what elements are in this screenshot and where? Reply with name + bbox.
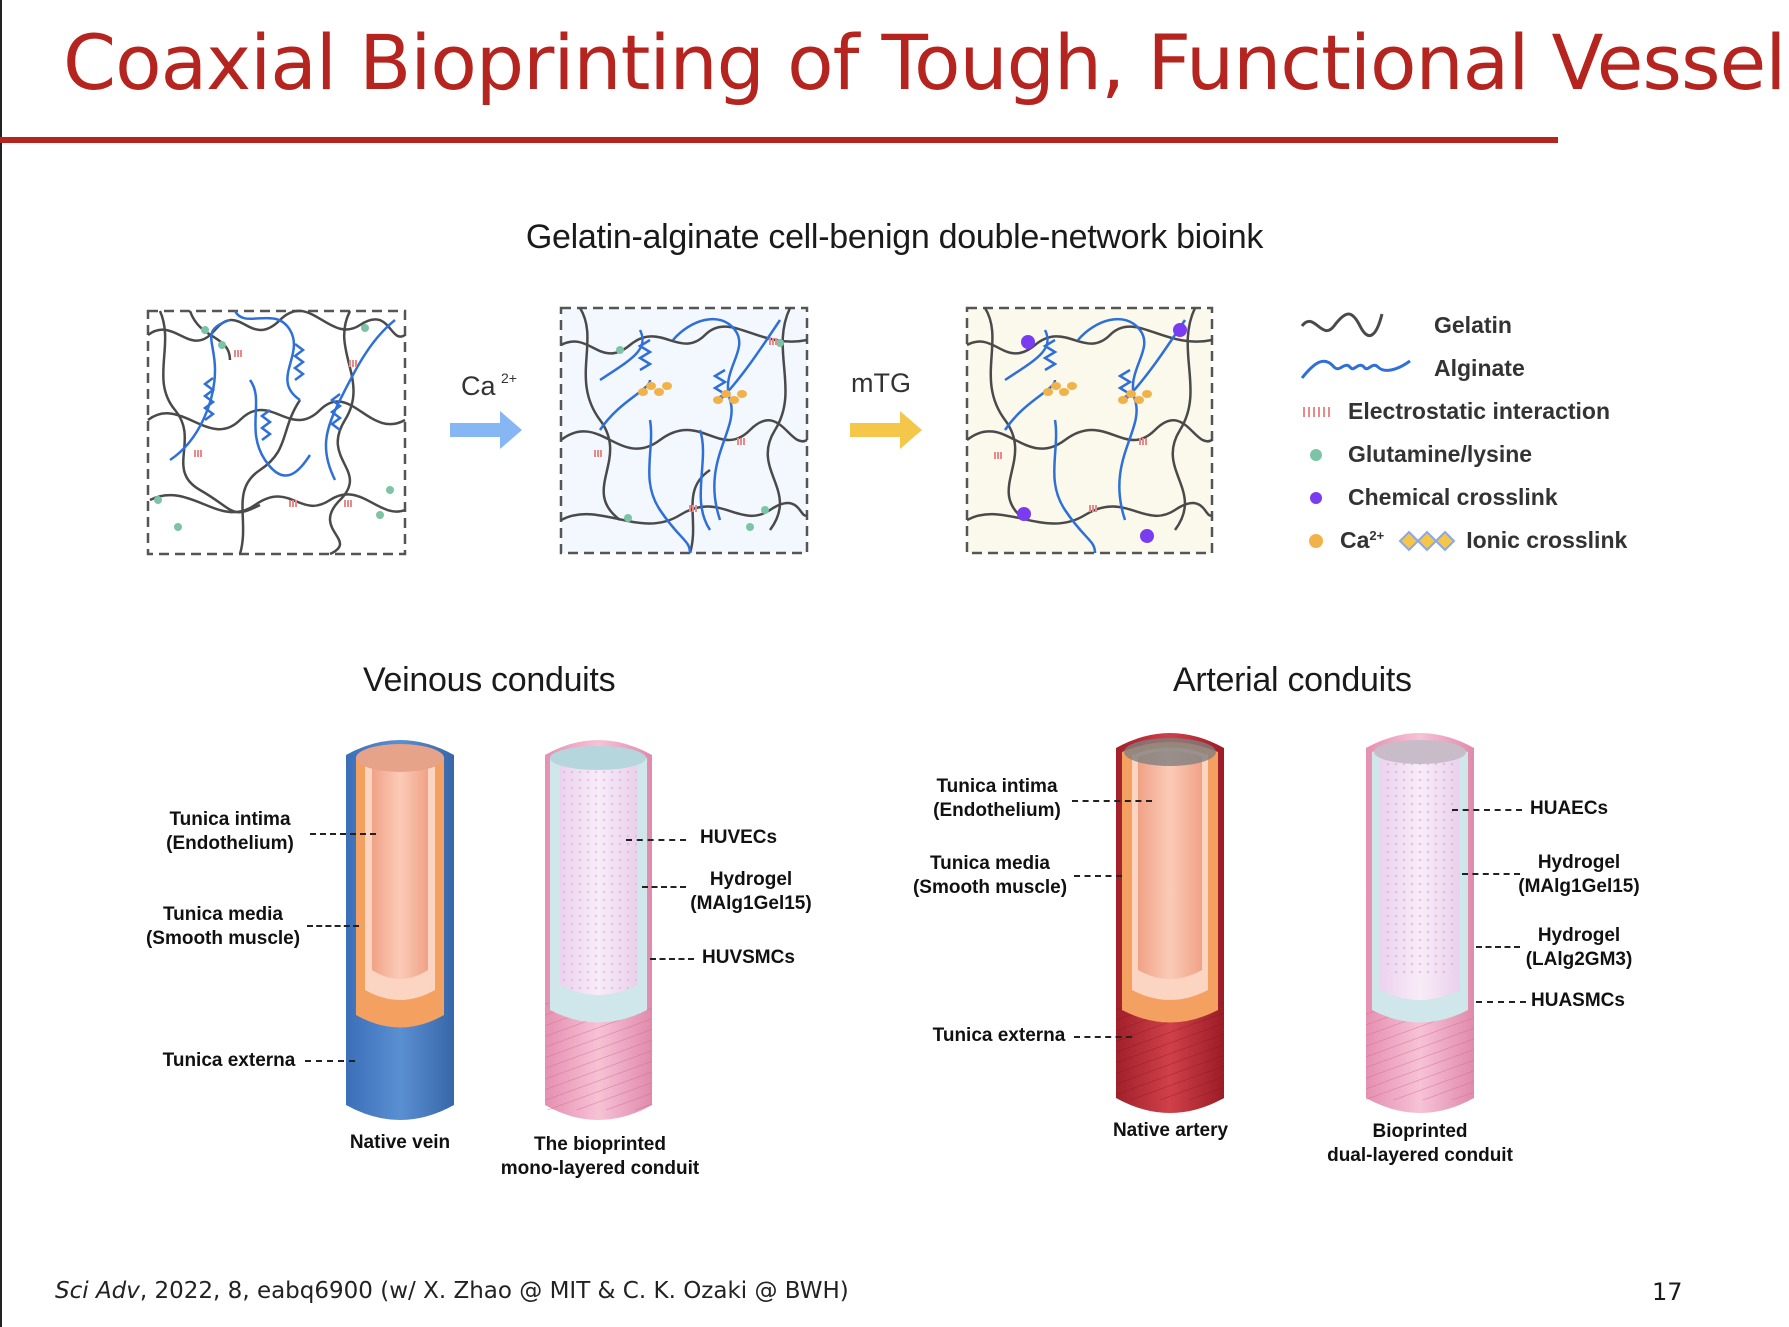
legend-chemical-label: Chemical crosslink [1348,484,1558,510]
artery-intima-leader [1072,800,1152,802]
vein-intima-label: Tunica intima(Endothelium) [166,809,294,854]
legend-glutamine: Glutamine/lysine [1308,441,1532,468]
native-artery-illustration [1116,733,1224,1113]
electrostatic-icon [1303,406,1330,417]
huasmcs-leader [1476,1001,1526,1003]
arterial-title: Arterial conduits [1173,661,1412,699]
alginate-icon [1300,359,1411,379]
artery-hydrogel2-leader [1476,946,1520,948]
calcium-dot-icon [1309,533,1323,548]
glutamine-dot-icon [1310,448,1322,461]
artery-hydrogel2-label: Hydrogel(LAlg2GM3) [1525,925,1633,970]
legend-alginate-label: Alginate [1434,354,1525,381]
legend-calcium-label: Ca [1340,527,1370,553]
vein-hydrogel-leader [642,886,686,888]
slide-title: Coaxial Bioprinting of Tough, Functional… [63,18,1789,107]
vein-media-leader [307,925,359,927]
native-vein-illustration [346,740,454,1120]
huasmcs-label: HUASMCs [1531,990,1625,1011]
legend-gelatin: Gelatin [1300,308,1512,342]
vein-intima-leader [310,833,376,835]
huaecs-leader [1452,809,1522,811]
artery-externa-leader [1074,1036,1132,1038]
huvecs-leader [626,839,686,841]
legend-ionic: Ca 2+ Ionic crosslink [1308,527,1627,554]
calcium-arrow-sup: 2+ [501,370,517,386]
huaecs-label: HUAECs [1530,798,1609,819]
left-border [0,0,2,1327]
network-panel-initial [146,309,407,556]
network-diagram: Ca 2+ [146,306,1214,556]
native-vein-label: Native vein [349,1132,451,1153]
legend-ionic-label: Ionic crosslink [1466,527,1628,553]
artery-media-label: Tunica media(Smooth muscle) [912,853,1068,898]
section-subtitle: Gelatin-alginate cell-benign double-netw… [525,218,1264,256]
native-artery-label: Native artery [1112,1120,1229,1141]
legend-chemical: Chemical crosslink [1308,484,1558,511]
huvsmcs-leader [650,958,694,960]
artery-intima-label: Tunica intima(Endothelium) [933,776,1061,821]
title-underline [0,137,1558,143]
vein-externa-label: Tunica externa [162,1050,296,1071]
vein-externa-leader [305,1060,355,1062]
citation: Sci Adv, 2022, 8, eabq6900 (w/ X. Zhao @… [55,1278,849,1304]
legend-alginate: Alginate [1300,353,1525,383]
artery-hydrogel1-label: Hydrogel(MAlg1Gel15) [1518,852,1640,897]
legend-electrostatic: Electrostatic interaction [1302,398,1610,425]
legend-electrostatic-label: Electrostatic interaction [1348,398,1611,424]
legend-calcium-sup: 2+ [1369,528,1385,543]
network-panel-ionic [559,306,809,555]
legend-glutamine-label: Glutamine/lysine [1348,441,1533,467]
mtg-arrow-label: mTG [851,368,911,398]
page-number: 17 [1652,1278,1683,1306]
huvecs-label: HUVECs [700,827,778,848]
artery-hydrogel1-leader [1462,873,1520,875]
citation-journal: Sci Adv [55,1278,140,1304]
network-panel-double-crosslinked [965,306,1214,555]
vein-media-label: Tunica media(Smooth muscle) [145,904,301,949]
dual-conduit-illustration [1366,733,1474,1113]
artery-externa-label: Tunica externa [932,1025,1066,1046]
artery-media-leader [1074,875,1122,877]
legend-gelatin-label: Gelatin [1434,311,1512,338]
gelatin-icon [1300,312,1384,338]
mtg-arrow [850,411,922,449]
vein-hydrogel-label: Hydrogel(MAlg1Gel15) [690,869,812,914]
citation-text: , 2022, 8, eabq6900 (w/ X. Zhao @ MIT & … [139,1278,849,1304]
mono-conduit-illustration [545,740,652,1120]
calcium-arrow [450,411,522,449]
veinous-title: Veinous conduits [363,661,616,699]
calcium-arrow-label: Ca [461,371,496,401]
huvsmcs-label: HUVSMCs [702,947,795,968]
ionic-crosslink-icon [1398,530,1456,551]
chemical-crosslink-icon [1310,491,1322,504]
